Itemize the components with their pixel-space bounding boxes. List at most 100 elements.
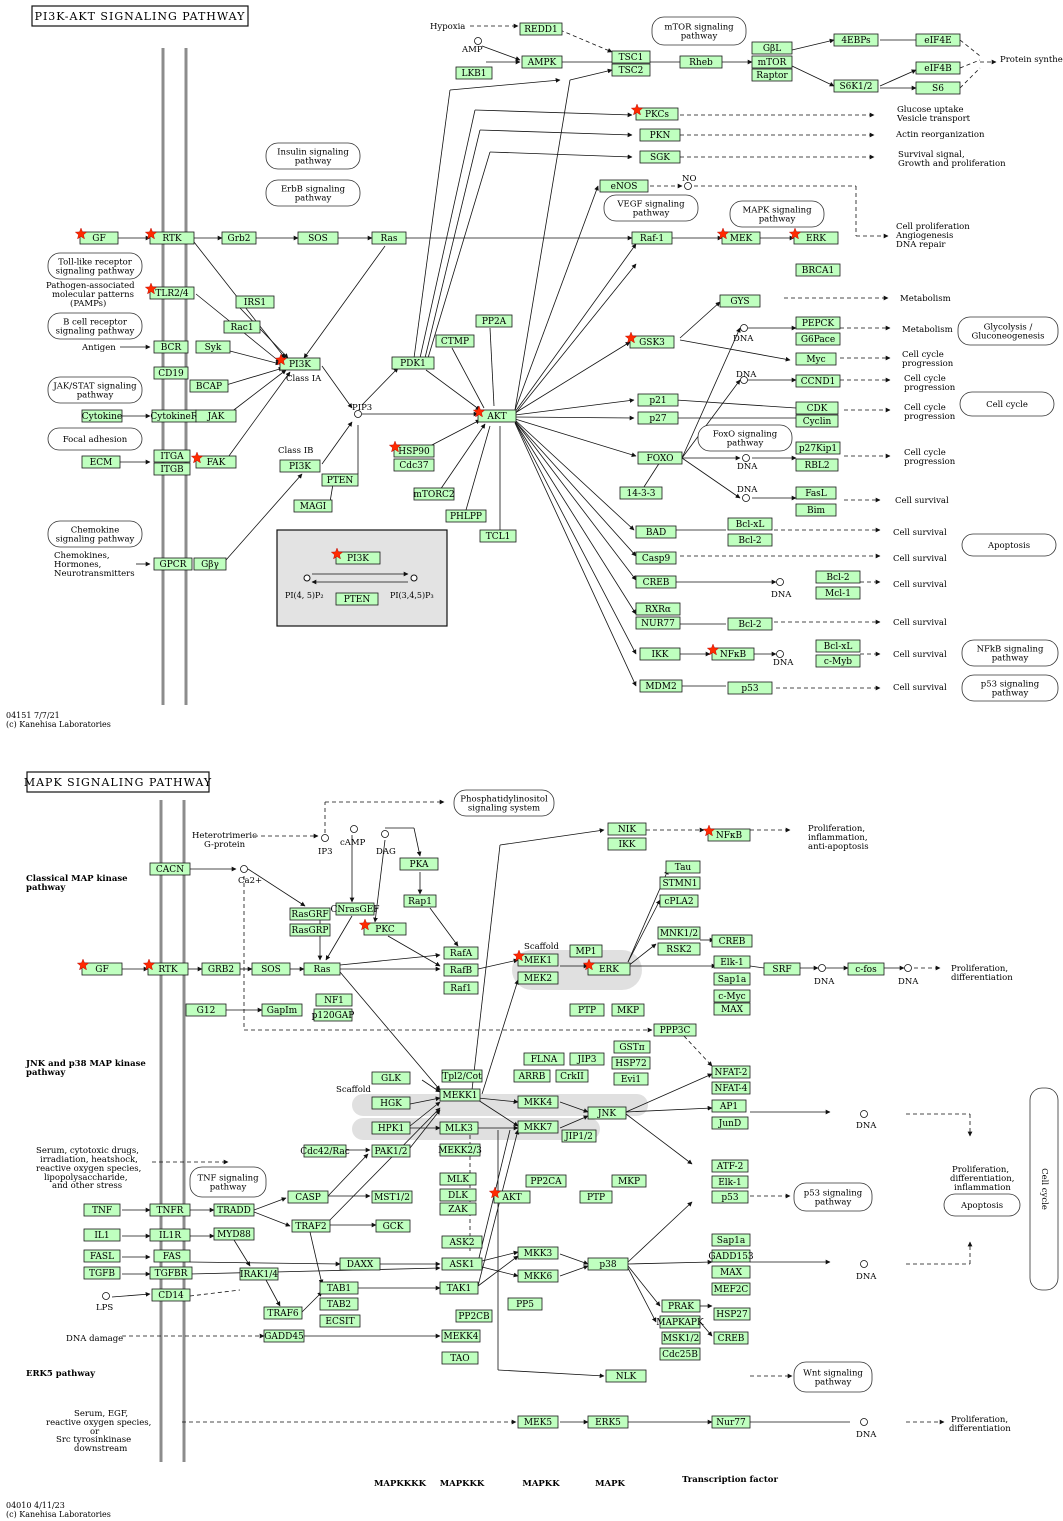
gene-box[interactable] — [639, 150, 681, 164]
pathway-box[interactable] — [651, 16, 747, 46]
gene-mdm2[interactable]: MDM2 — [639, 679, 683, 693]
gene-cdc25b[interactable]: Cdc25B — [659, 1347, 701, 1361]
gene-pp2ca[interactable]: PP2CA — [525, 1174, 567, 1188]
gene-mcl-1[interactable]: Mcl-1 — [815, 586, 861, 600]
gene-box[interactable] — [193, 557, 227, 571]
gene-glk[interactable]: GLK — [371, 1071, 411, 1085]
gene-bcr[interactable]: BCR — [153, 340, 189, 354]
gene-bcl-xl[interactable]: Bcl-xL — [815, 639, 861, 653]
gene-mapkapk[interactable]: MAPKAPK — [656, 1315, 704, 1329]
gene-mst1-2[interactable]: MST1/2 — [371, 1190, 413, 1204]
gene-box[interactable] — [147, 962, 189, 976]
gene-box[interactable] — [815, 639, 861, 653]
gene-box[interactable] — [319, 1297, 359, 1311]
gene-grb2[interactable]: GRB2 — [201, 962, 241, 976]
gene-box[interactable] — [711, 1265, 751, 1279]
gene-rtk[interactable]: RTK — [142, 958, 189, 976]
gene-box[interactable] — [189, 379, 229, 393]
gene-box[interactable] — [659, 894, 699, 908]
gene-box[interactable] — [279, 357, 321, 371]
gene-box[interactable] — [915, 81, 961, 95]
gene-nfat-4[interactable]: NFAT-4 — [711, 1081, 751, 1095]
gene-box[interactable] — [763, 962, 801, 976]
gene-box[interactable] — [289, 923, 331, 937]
gene-magi[interactable]: MAGI — [293, 499, 333, 513]
gene-box[interactable] — [293, 499, 333, 513]
gene-box[interactable] — [711, 647, 755, 661]
gene-nlk[interactable]: NLK — [605, 1369, 647, 1383]
gene-ecm[interactable]: ECM — [81, 455, 121, 469]
gene-c-myc[interactable]: c-Myc — [713, 989, 751, 1003]
gene-box[interactable] — [493, 1190, 531, 1204]
gene-bcl-xl[interactable]: Bcl-xL — [727, 517, 773, 531]
gene-hsp72[interactable]: HSP72 — [611, 1056, 651, 1070]
gene-box[interactable] — [587, 1106, 627, 1120]
gene-box[interactable] — [795, 263, 841, 277]
gene-box[interactable] — [719, 294, 761, 308]
gene-redd1[interactable]: REDD1 — [519, 22, 563, 36]
gene-rafb[interactable]: RafB — [443, 963, 479, 977]
gene-box[interactable] — [613, 1072, 649, 1086]
gene-hgk[interactable]: HGK — [371, 1096, 411, 1110]
gene-box[interactable] — [587, 1415, 629, 1429]
gene-box[interactable] — [727, 533, 773, 547]
gene-box[interactable] — [149, 1266, 193, 1280]
gene-raf-1[interactable]: Raf-1 — [631, 231, 673, 245]
gene-itga[interactable]: ITGA — [153, 449, 191, 463]
gene-pp2a[interactable]: PP2A — [475, 314, 513, 328]
gene-box[interactable] — [439, 1188, 477, 1202]
gene-il1r[interactable]: IL1R — [149, 1228, 191, 1242]
pathway-box[interactable] — [47, 427, 143, 451]
gene-box[interactable] — [441, 1329, 481, 1343]
pathway-box[interactable] — [957, 316, 1059, 346]
gene-box[interactable] — [83, 1203, 121, 1217]
gene-box[interactable] — [321, 473, 359, 487]
gene-box[interactable] — [711, 1249, 751, 1263]
gene-erk5[interactable]: ERK5 — [587, 1415, 629, 1429]
gene-nf-b[interactable]: NFκB — [706, 643, 755, 661]
gene-box[interactable] — [371, 1121, 411, 1135]
gene-nur77[interactable]: NUR77 — [635, 616, 681, 630]
gene-box[interactable] — [711, 1175, 749, 1189]
gene-rtk[interactable]: RTK — [144, 227, 195, 245]
gene-box[interactable] — [661, 1331, 701, 1345]
gene-g[interactable]: Gβγ — [193, 557, 227, 571]
gene-box[interactable] — [371, 1190, 413, 1204]
gene-raptor[interactable]: Raptor — [751, 68, 793, 82]
gene-box[interactable] — [915, 33, 961, 47]
gene-box[interactable] — [517, 1120, 559, 1134]
gene-ptp[interactable]: PTP — [579, 1190, 613, 1204]
gene-box[interactable] — [569, 1003, 605, 1017]
gene-box[interactable] — [795, 401, 839, 415]
gene-box[interactable] — [479, 529, 517, 543]
gene-box[interactable] — [711, 1190, 749, 1204]
gene-box[interactable] — [751, 55, 793, 69]
gene-box[interactable] — [587, 1257, 629, 1271]
gene-box[interactable] — [185, 1003, 227, 1017]
gene-box[interactable] — [795, 441, 841, 455]
gene-zak[interactable]: ZAK — [439, 1202, 477, 1216]
gene-flna[interactable]: FLNA — [523, 1052, 565, 1066]
pathway-box[interactable] — [47, 252, 143, 280]
pathway-link-focal-adhesion[interactable]: Focal adhesion — [47, 427, 143, 451]
gene-bcap[interactable]: BCAP — [189, 379, 229, 393]
gene-box[interactable] — [319, 1314, 361, 1328]
gene-hpk1[interactable]: HPK1 — [371, 1121, 411, 1135]
gene-box[interactable] — [439, 1143, 481, 1157]
gene-box[interactable] — [151, 1288, 191, 1302]
gene-box[interactable] — [513, 1069, 551, 1083]
gene-myc[interactable]: Myc — [795, 352, 837, 366]
gene-grb2[interactable]: Grb2 — [221, 231, 257, 245]
gene-box[interactable] — [525, 1174, 567, 1188]
gene-box[interactable] — [335, 551, 381, 565]
gene-enos[interactable]: eNOS — [599, 179, 649, 193]
gene-box[interactable] — [635, 616, 681, 630]
gene-box[interactable] — [441, 1235, 483, 1249]
gene-g12[interactable]: G12 — [185, 1003, 227, 1017]
gene-box[interactable] — [195, 409, 237, 423]
gene-rafa[interactable]: RafA — [443, 946, 479, 960]
gene-cpla2[interactable]: cPLA2 — [659, 894, 699, 908]
gene-mkp[interactable]: MKP — [611, 1174, 647, 1188]
